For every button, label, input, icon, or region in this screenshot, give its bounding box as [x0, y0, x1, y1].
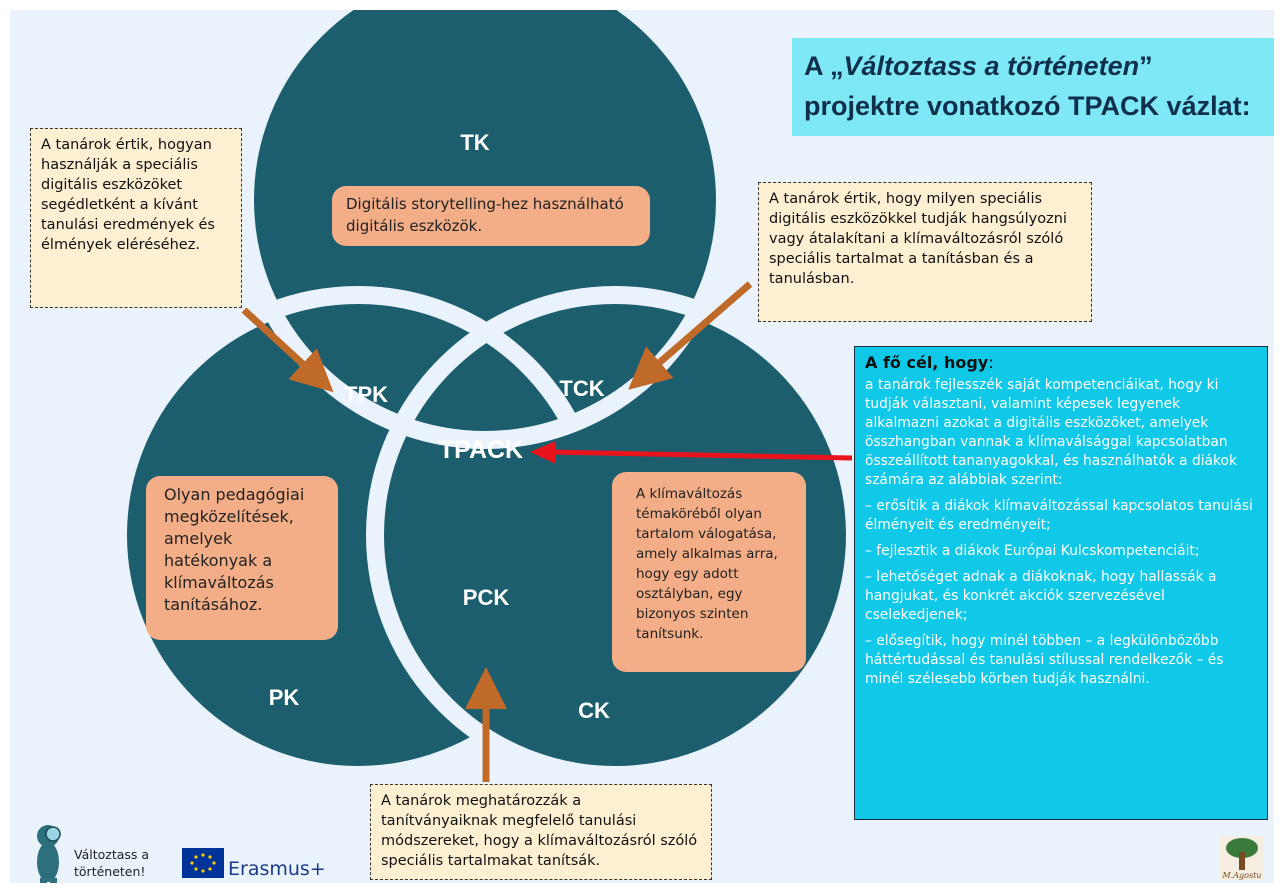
arrow-to-tpack-head — [530, 441, 556, 464]
tk-content-box: Digitális storytelling-hez használható d… — [332, 186, 650, 246]
tck-label: TCK — [559, 376, 604, 401]
title-suffix: ” — [1139, 51, 1153, 81]
project-mascot-logo — [37, 825, 61, 883]
goal-intro: a tanárok fejlesszék saját kompetenciáik… — [865, 377, 1237, 488]
goal-title-colon: : — [988, 353, 994, 372]
tpack-label: TPACK — [439, 436, 523, 464]
goal-item: – lehetőséget adnak a diákoknak, hogy ha… — [865, 569, 1217, 623]
eu-flag-background — [182, 848, 224, 878]
arrow-to-tpack — [549, 449, 853, 461]
ck-label: CK — [578, 698, 610, 723]
goal-title: A fő cél, hogy: — [865, 353, 1257, 372]
partner-tree-logo: M.Agostu — [1220, 836, 1264, 880]
tck-note: A tanárok értik, hogy milyen speciális d… — [758, 182, 1092, 322]
main-goal-box: A fő cél, hogy: a tanárok fejlesszék saj… — [854, 346, 1268, 820]
arrow-to-tck — [628, 281, 753, 390]
pck-label: PCK — [463, 585, 510, 610]
pk-label: PK — [269, 685, 300, 710]
project-name-line-2: történeten! — [74, 864, 146, 879]
tpk-note: A tanárok értik, hogyan használják a spe… — [30, 128, 242, 308]
page-title: A „Változtass a történeten” projektre vo… — [792, 38, 1274, 136]
goal-item: – erősítik a diákok klímaváltozással kap… — [865, 498, 1253, 533]
title-project-name: Változtass a történeten — [843, 51, 1140, 81]
erasmus-plus-logo-text: Erasmus+ — [228, 858, 326, 880]
partner-logo-text: M.Agostu — [1222, 871, 1262, 880]
tpk-label: TPK — [344, 382, 388, 407]
title-prefix: A „ — [804, 51, 844, 81]
slide: TK TPK TCK TPACK PCK PK CK — [10, 10, 1274, 883]
pk-content-box: Olyan pedagógiai megközelítések, amelyek… — [146, 476, 338, 640]
pck-note: A tanárok meghatározzák a tanítványaikna… — [370, 784, 712, 880]
title-line-2: projektre vonatkozó TPACK vázlat: — [804, 91, 1251, 121]
project-name-logo-text: Változtass a történeten! — [74, 846, 149, 880]
arrow-to-tpk — [241, 307, 334, 393]
tk-label: TK — [460, 130, 489, 155]
goal-title-text: A fő cél, hogy — [865, 353, 989, 372]
project-name-line-1: Változtass a — [74, 847, 150, 862]
goal-item: – elősegítik, hogy minél többen – a legk… — [865, 633, 1224, 687]
goal-item: – fejlesztik a diákok Európai Kulcskompe… — [865, 543, 1200, 559]
ck-content-box: A klímaváltozás témaköréből olyan tartal… — [612, 472, 806, 672]
eu-flag-stars — [190, 853, 216, 873]
title-line-1: A „Változtass a történeten” — [804, 46, 1264, 86]
